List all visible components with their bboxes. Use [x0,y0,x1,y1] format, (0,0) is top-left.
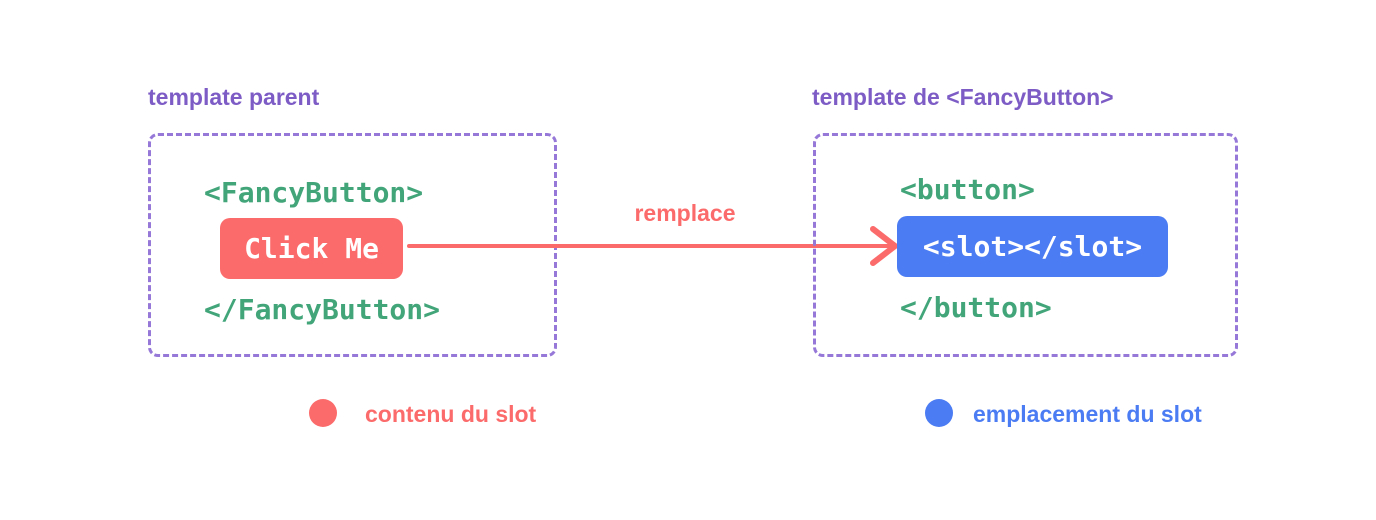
slot-outlet-label: <slot></slot> [922,230,1143,263]
slot-outlet-pill: <slot></slot> [897,216,1168,277]
slot-content-legend-label: contenu du slot [365,401,537,427]
fancybutton-open-tag: <FancyButton> [204,176,424,209]
slot-content-label: Click Me [244,232,379,265]
slot-content-pill: Click Me [220,218,403,279]
slot-content-legend-dot-icon [309,399,337,427]
fancybutton-template-box [813,133,1238,357]
button-open-tag: <button> [900,173,1035,206]
parent-template-heading: template parent [148,84,320,110]
fancybutton-close-tag: </FancyButton> [204,293,441,326]
slot-outlet-legend-dot-icon [925,399,953,427]
replace-arrow-label: remplace [634,200,736,226]
slot-outlet-legend-label: emplacement du slot [973,401,1202,427]
replace-arrow-icon [407,226,898,266]
fancybutton-template-heading: template de <FancyButton> [812,84,1114,110]
button-close-tag: </button> [900,291,1052,324]
